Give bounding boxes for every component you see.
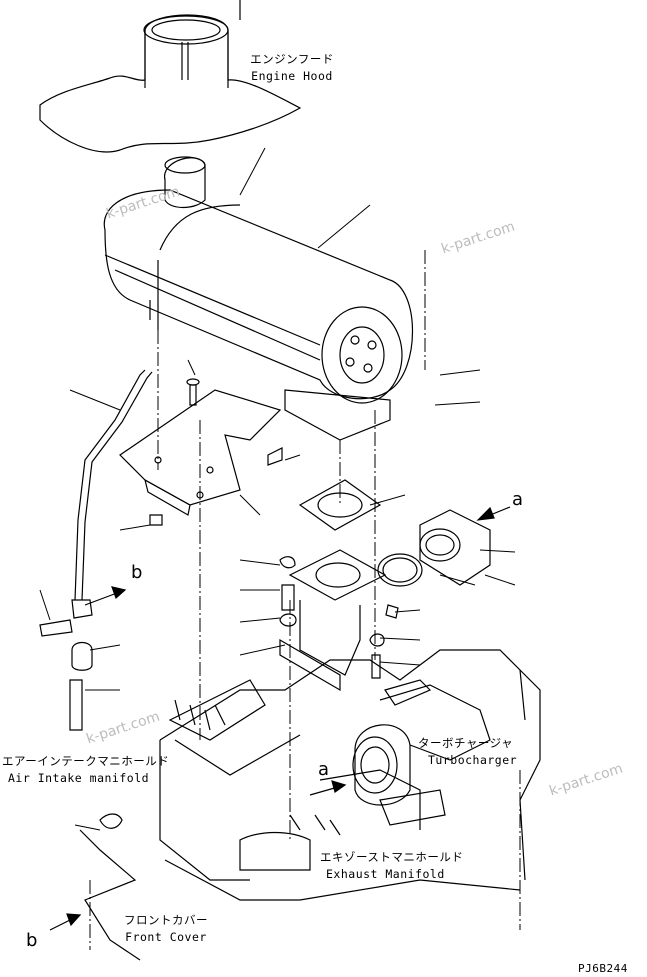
alignment-centre-lines bbox=[89, 250, 521, 950]
exhaust-manifold-label-jp: エキゾーストマニホールド bbox=[320, 850, 464, 864]
engine-hood-part bbox=[39, 0, 302, 153]
engine-block-part bbox=[79, 649, 541, 961]
drawing-code: PJ6B244 bbox=[578, 962, 628, 975]
callout-a-turbo: a bbox=[318, 759, 330, 780]
muffler-part bbox=[103, 156, 413, 441]
turbocharger-label-en: Turbocharger bbox=[428, 753, 518, 767]
callout-b-bottom: b bbox=[26, 930, 38, 951]
turbocharger-label-jp: ターボチャージャ bbox=[418, 736, 514, 750]
air-intake-label-en: Air Intake manifold bbox=[8, 771, 150, 785]
air-intake-label-jp: エアーインテークマニホールド bbox=[2, 754, 170, 768]
front-cover-label-en: Front Cover bbox=[125, 930, 207, 944]
leader-lines bbox=[39, 147, 516, 831]
exhaust-manifold-label-en: Exhaust Manifold bbox=[326, 867, 445, 881]
engine-hood-label-jp: エンジンフード bbox=[250, 52, 334, 66]
drain-pipe-part bbox=[39, 369, 153, 731]
reference-arrows bbox=[49, 506, 511, 931]
callout-a-top: a bbox=[512, 489, 524, 510]
muffler-bracket-part bbox=[119, 378, 283, 526]
callout-b-pipe: b bbox=[131, 562, 143, 583]
exhaust-elbow-part bbox=[279, 479, 491, 692]
engine-hood-label-en: Engine Hood bbox=[251, 69, 333, 83]
front-cover-label-jp: フロントカバー bbox=[124, 913, 208, 927]
